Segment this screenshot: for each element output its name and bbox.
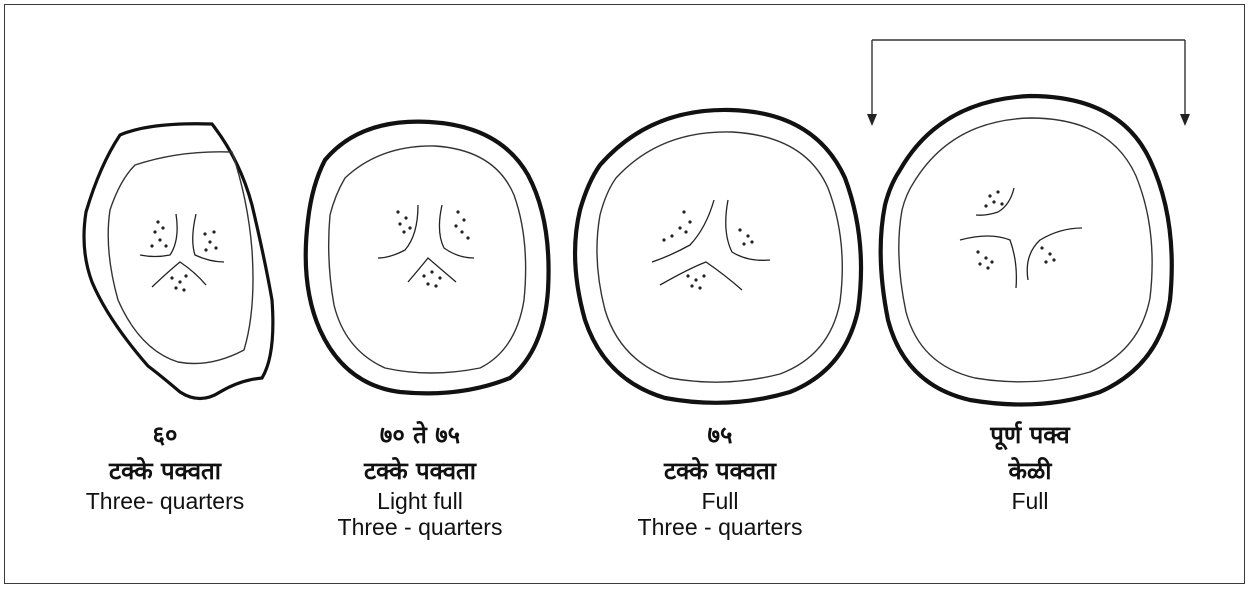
stage-3-english-line-1: Full [605,488,835,514]
stage-2-english-line-1: Light full [305,488,535,514]
stage-3-maturity-label: टक्के पक्वता [605,456,835,486]
cross-section-stage-4 [867,40,1190,405]
stage-2-english-line-2: Three - quarters [305,514,535,540]
caption-stage-4: पूर्ण पक्व केळी Full [915,420,1145,514]
caption-stage-1: ६० टक्के पक्वता Three- quarters [50,420,280,514]
cross-section-stage-1 [84,124,273,399]
stage-1-maturity-value: ६० [50,420,280,450]
stage-1-maturity-label: टक्के पक्वता [50,456,280,486]
arrow-down-icon [867,114,877,126]
stage-2-maturity-value: ७० ते ७५ [305,420,535,450]
cross-section-stage-3 [575,110,861,403]
caption-stage-3: ७५ टक्के पक्वता Full Three - quarters [605,420,835,540]
stage-2-maturity-label: टक्के पक्वता [305,456,535,486]
cross-section-stage-2 [306,122,549,394]
stage-3-english-line-2: Three - quarters [605,514,835,540]
stage-4-maturity-value: पूर्ण पक्व [915,420,1145,450]
stage-4-english-line-1: Full [915,488,1145,514]
arrow-down-icon [1180,114,1190,126]
stage-3-maturity-value: ७५ [605,420,835,450]
stage-1-english-line-1: Three- quarters [50,488,280,514]
stage-4-maturity-label: केळी [915,456,1145,486]
caption-stage-2: ७० ते ७५ टक्के पक्वता Light full Three -… [305,420,535,540]
